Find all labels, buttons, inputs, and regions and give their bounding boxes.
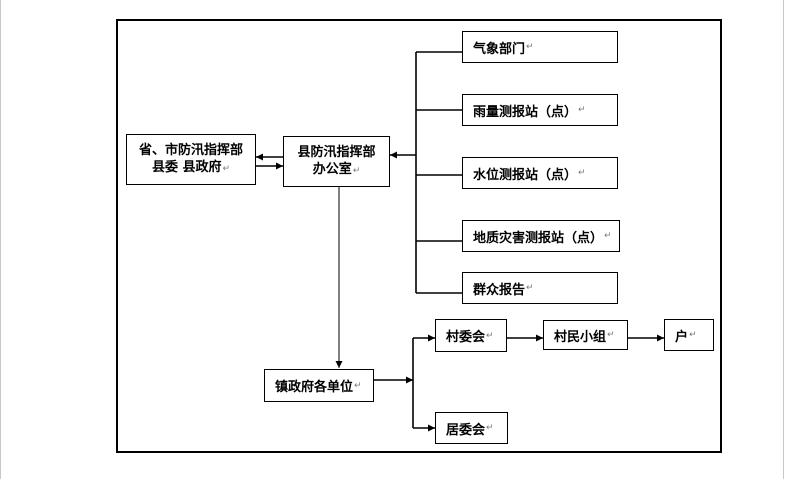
water-station-label: 水位测报站（点） [473,167,578,183]
rain-station-box: 雨量测报站（点）↵ [462,94,618,126]
villager-group-box: 村民小组↵ [543,320,628,350]
province-command-box: 省、市防汛指挥部 县委 县政府↵ [126,134,256,185]
resident-committee-label: 居委会 [446,422,486,438]
county-office-label-line2: 办公室 [312,161,352,177]
county-office-box: 县防汛指挥部 办公室↵ [283,136,390,187]
paragraph-mark: ↵ [578,105,586,115]
page-edge-right [783,0,784,479]
geo-station-box: 地质灾害测报站（点）↵ [462,220,620,252]
meteorology-label: 气象部门 [473,41,526,57]
household-label: 户 [675,329,689,345]
public-report-label: 群众报告 [473,282,526,298]
paragraph-mark: ↵ [486,330,494,341]
paragraph-mark: ↵ [352,165,361,176]
resident-committee-box: 居委会↵ [435,412,508,444]
village-committee-label: 村委会 [446,330,486,345]
meteorology-box: 气象部门↵ [462,31,618,63]
diagram-frame [116,19,722,453]
paragraph-mark: ↵ [689,330,697,340]
village-committee-box: 村委会↵ [435,319,507,352]
rain-station-label: 雨量测报站（点） [473,104,578,120]
water-station-box: 水位测报站（点）↵ [462,157,618,189]
paragraph-mark: ↵ [604,231,612,241]
villager-group-label: 村民小组 [554,329,607,345]
province-command-label-line2: 县委 县政府 [151,159,222,175]
geo-station-label: 地质灾害测报站（点） [473,230,604,246]
town-units-label: 镇政府各单位 [275,380,354,395]
paragraph-mark: ↵ [526,283,534,293]
paragraph-mark: ↵ [354,380,362,391]
county-office-label-line1: 县防汛指挥部 [297,144,376,160]
public-report-box: 群众报告↵ [462,272,618,304]
paragraph-mark: ↵ [526,42,534,52]
province-command-label-line1: 省、市防汛指挥部 [138,142,243,158]
paragraph-mark: ↵ [222,163,231,174]
household-box: 户↵ [664,319,714,351]
paragraph-mark: ↵ [578,168,586,178]
paragraph-mark: ↵ [486,423,494,433]
paragraph-mark: ↵ [607,330,615,340]
town-units-box: 镇政府各单位↵ [264,369,374,402]
page-edge-left [0,0,1,479]
